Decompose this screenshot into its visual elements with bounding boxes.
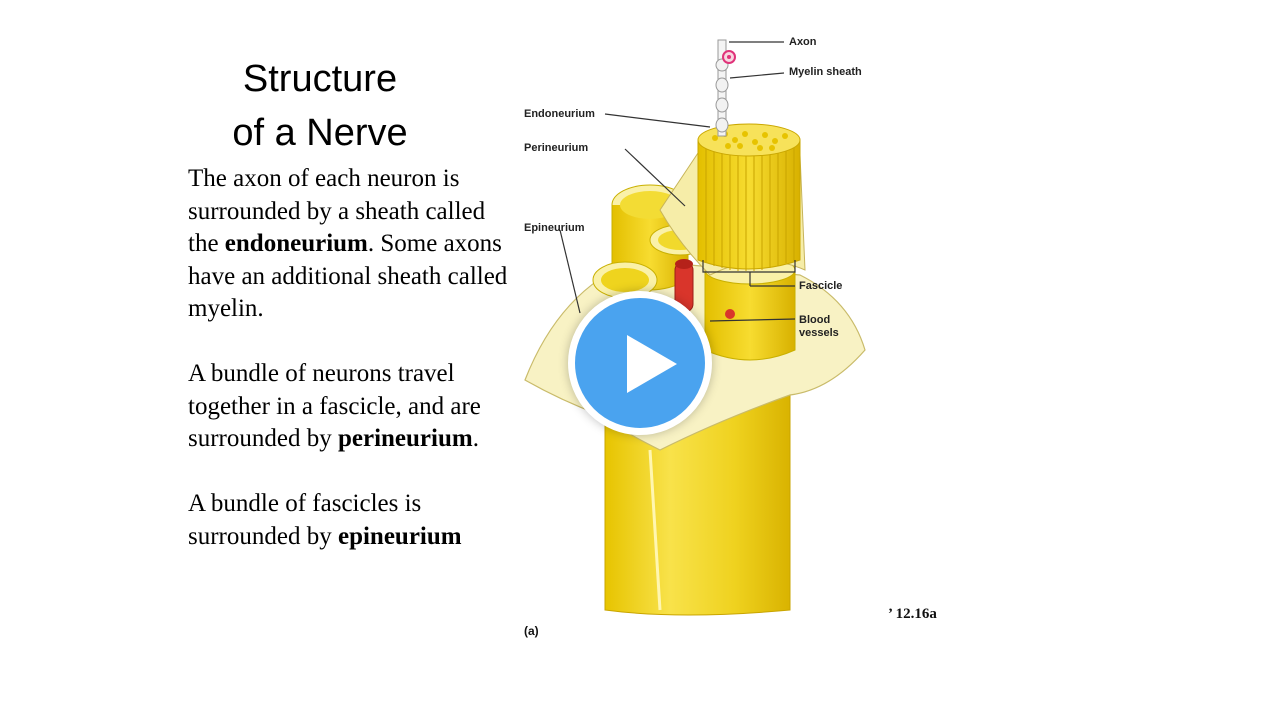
label-axon: Axon bbox=[789, 36, 817, 48]
term-epineurium: epineurium bbox=[337, 522, 462, 550]
label-endoneurium: Endoneurium bbox=[524, 108, 595, 120]
label-fascicle: Fascicle bbox=[799, 280, 843, 292]
paragraph-epineurium: A bundle of fascicles is surrounded by e… bbox=[188, 490, 462, 550]
label-epineurium: Epineurium bbox=[524, 222, 585, 234]
play-button[interactable] bbox=[568, 291, 712, 435]
figure-number: ’ 12.16a bbox=[888, 606, 937, 622]
nerve-trunk bbox=[604, 389, 791, 616]
paragraph-endoneurium: The axon of each neuron is surrounded by… bbox=[188, 165, 508, 322]
play-icon bbox=[627, 335, 677, 393]
label-perineurium: Perineurium bbox=[524, 142, 589, 154]
single-axon bbox=[715, 39, 736, 137]
label-myelin-sheath: Myelin sheath bbox=[789, 66, 862, 78]
term-perineurium: perineurium bbox=[337, 425, 473, 452]
slide-title: Structure of a Nerve bbox=[200, 52, 440, 160]
figure-part-label: (a) bbox=[524, 624, 539, 638]
axon-bundle bbox=[697, 123, 801, 271]
nerve-illustration bbox=[524, 39, 866, 616]
title-line-1: Structure bbox=[242, 58, 398, 100]
slide-body: The axon of each neuron is surrounded by… bbox=[188, 163, 508, 586]
title-line-2: of a Nerve bbox=[232, 112, 408, 154]
nerve-diagram: Axon Myelin sheath Endoneurium Perineuri… bbox=[500, 30, 960, 660]
term-endoneurium: endoneurium bbox=[224, 230, 368, 257]
trunk-crease bbox=[648, 449, 662, 611]
paragraph-perineurium: A bundle of neurons travel together in a… bbox=[188, 360, 481, 452]
